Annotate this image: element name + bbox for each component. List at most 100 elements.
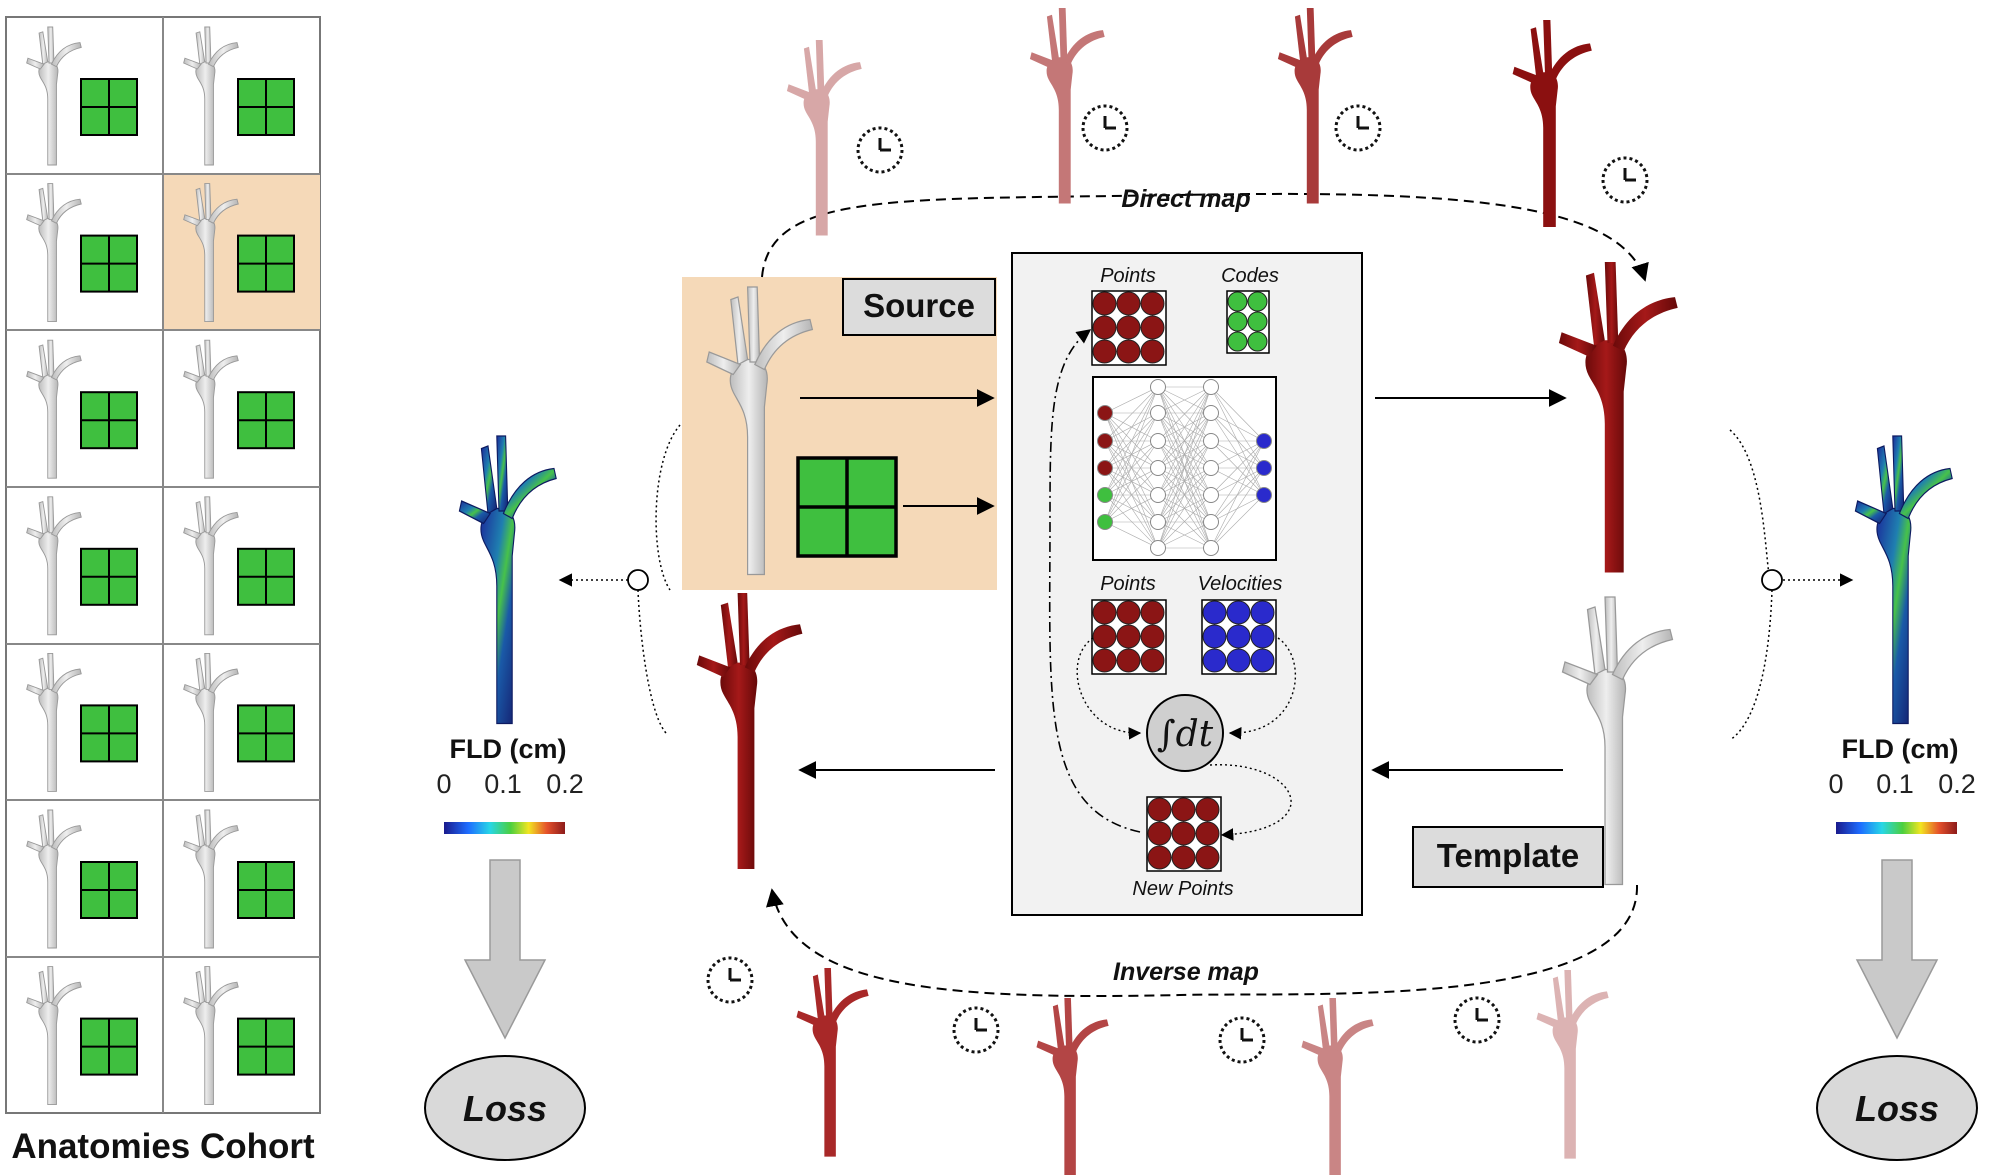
- matrix-cell: [1250, 600, 1275, 625]
- matrix-cell: [1092, 291, 1117, 316]
- nn-node: [1097, 433, 1113, 449]
- nn-node: [1203, 514, 1219, 530]
- points-label: Points: [1100, 265, 1156, 287]
- nn-node: [1150, 514, 1166, 530]
- nn-node: [1203, 379, 1219, 395]
- clock-icon: [1218, 1016, 1266, 1064]
- source-label-box: [842, 278, 996, 336]
- left-fld-title: FLD (cm): [450, 734, 567, 764]
- new-points-label: New Points: [1132, 878, 1233, 900]
- source-label: Source: [863, 287, 975, 324]
- inverse-step-aorta-icon: [796, 968, 869, 1157]
- matrix-cell: [1247, 291, 1268, 312]
- nn-edge: [1157, 386, 1212, 549]
- nn-edge: [1104, 386, 1159, 523]
- nn-node: [1203, 540, 1219, 556]
- nn-edge: [1157, 494, 1212, 549]
- nn-edge: [1104, 440, 1159, 523]
- matrix-cell: [1116, 315, 1141, 340]
- nn-node: [1256, 460, 1272, 476]
- clock-icon: [1601, 156, 1649, 204]
- right-bracket-curve: [1729, 429, 1771, 581]
- neural-net-icon: [1092, 376, 1277, 561]
- integral-label: ∫dt: [1157, 714, 1214, 755]
- nn-edge: [1210, 440, 1265, 523]
- cohort-code-grid: [237, 547, 295, 606]
- left-junction-node: [627, 569, 649, 591]
- nn-edge: [1157, 386, 1212, 442]
- matrix-cell: [1092, 624, 1117, 649]
- nn-node: [1150, 433, 1166, 449]
- right-junction-node: [1761, 569, 1783, 591]
- matrix-cell: [1202, 624, 1227, 649]
- matrix-cell: [1116, 600, 1141, 625]
- matrix-cell: [1227, 311, 1248, 332]
- integrator-node: [1146, 694, 1224, 772]
- clock-icon: [1081, 104, 1129, 152]
- template-panel: Template: [1412, 596, 1674, 888]
- points2-label: Points: [1100, 573, 1156, 595]
- direct-step-aorta-icon: [1512, 20, 1592, 228]
- nn-node: [1256, 433, 1272, 449]
- direct-map: Direct map: [761, 8, 1649, 282]
- left-fld-tick-0: 0: [436, 769, 451, 799]
- nn-edge: [1157, 386, 1212, 496]
- nn-edge: [1104, 521, 1159, 549]
- nn-edge: [1157, 412, 1212, 549]
- cohort-code-grid: [237, 78, 295, 136]
- nn-edge: [1104, 386, 1159, 469]
- cohort-grid-lines: [6, 17, 320, 1113]
- matrix-cell: [1092, 315, 1117, 340]
- cohort-code-grid: [237, 391, 295, 450]
- right-fld-tick-2: 0.2: [1938, 769, 1976, 799]
- left-loss-label: Loss: [463, 1088, 547, 1129]
- nn-edge: [1157, 386, 1212, 469]
- matrix-cell: [1202, 600, 1227, 625]
- right-bracket-lower: [1729, 589, 1773, 741]
- matrix-cell: [1227, 331, 1248, 352]
- points-matrix-2: [1091, 599, 1167, 675]
- nn-node: [1150, 379, 1166, 395]
- cohort-code-grid: [80, 1017, 138, 1076]
- nn-edge: [1104, 386, 1159, 496]
- inverse-result-aorta-icon: [696, 593, 803, 869]
- clock-icon: [706, 956, 754, 1004]
- matrix-cell: [1195, 821, 1220, 846]
- matrix-cell: [1147, 845, 1172, 870]
- nn-edge: [1210, 467, 1265, 549]
- source-code-grid: [796, 456, 898, 558]
- nn-edge: [1157, 386, 1212, 414]
- left-down-arrow-icon: [463, 859, 547, 1040]
- source-panel: Source: [682, 277, 997, 590]
- matrix-cell: [1140, 600, 1165, 625]
- cohort-code-grid: [80, 704, 138, 763]
- matrix-cell: [1195, 797, 1220, 822]
- anatomies-cohort: Anatomies Cohort: [5, 16, 321, 1166]
- nn-edge: [1104, 386, 1159, 414]
- nn-node: [1097, 405, 1113, 421]
- nn-node: [1203, 487, 1219, 503]
- inverse-map-label: Inverse map: [1113, 958, 1259, 986]
- left-fld-panel: FLD (cm) 0 0.1 0.2 Loss: [424, 424, 681, 1161]
- direct-step-aorta-icon: [1277, 8, 1353, 204]
- left-bracket-curve: [655, 424, 681, 591]
- nn-edge: [1157, 521, 1212, 549]
- matrix-cell: [1092, 600, 1117, 625]
- cohort-code-grid: [237, 1017, 295, 1076]
- left-fld-aorta-icon: [458, 435, 557, 725]
- cohort-code-grid: [237, 234, 295, 293]
- direct-result-aorta-icon: [1558, 262, 1678, 573]
- matrix-cell: [1116, 291, 1141, 316]
- inverse-sequence: [706, 956, 1609, 1175]
- matrix-cell: [1140, 624, 1165, 649]
- matrix-cell: [1226, 624, 1251, 649]
- cohort-code-grid: [80, 391, 138, 450]
- nn-edge: [1104, 412, 1159, 549]
- template-label: Template: [1437, 837, 1579, 874]
- left-bracket-lower: [637, 589, 669, 736]
- inverse-map: Inverse map: [706, 884, 1639, 1175]
- nn-node: [1097, 487, 1113, 503]
- matrix-cell: [1247, 311, 1268, 332]
- nn-node: [1097, 460, 1113, 476]
- right-down-arrow-icon: [1855, 859, 1939, 1040]
